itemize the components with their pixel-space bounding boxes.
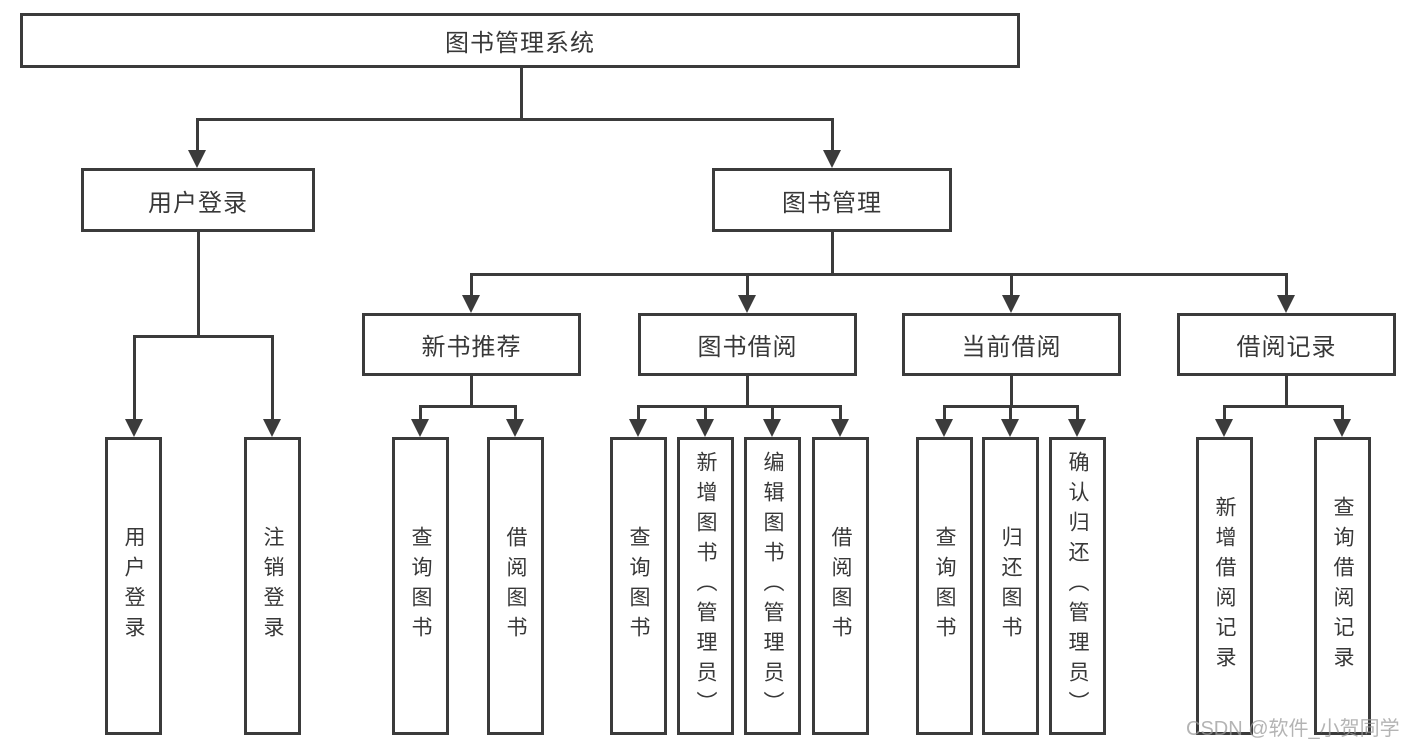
connector-cb-query-drop [943, 405, 946, 419]
leaf-user-login: 用户登录 [105, 437, 162, 735]
arrowhead-user-login [188, 150, 206, 168]
leaf-records-query-record-label: 查询借阅记录 [1331, 496, 1354, 676]
leaf-borrow-add-book-admin-label: 新增图书（管理员） [694, 451, 717, 721]
arrowhead-br-add [1215, 419, 1233, 437]
node-book-management: 图书管理 [712, 168, 952, 232]
connector-user-login-bar [133, 335, 273, 338]
connector-book-management-stem [831, 232, 834, 273]
arrowhead-rec-query [411, 419, 429, 437]
node-borrow-records-label: 借阅记录 [1236, 334, 1337, 361]
connector-book-management-drop [831, 118, 834, 150]
connector-rec-query-drop [419, 405, 422, 419]
node-new-book-recommend-label: 新书推荐 [421, 334, 522, 361]
leaf-recommend-borrow-book: 借阅图书 [487, 437, 544, 735]
leaf-recommend-query-book: 查询图书 [392, 437, 449, 735]
connector-bb-query-drop [637, 405, 640, 419]
node-root: 图书管理系统 [20, 13, 1020, 68]
arrowhead-book-management [823, 150, 841, 168]
node-current-borrow: 当前借阅 [902, 313, 1121, 376]
connector-book-borrow-bar [637, 405, 841, 408]
node-root-label: 图书管理系统 [445, 30, 595, 57]
node-user-login: 用户登录 [81, 168, 315, 232]
leaf-records-add-record-label: 新增借阅记录 [1213, 496, 1236, 676]
leaf-current-query-book-label: 查询图书 [933, 526, 956, 646]
leaf-records-query-record: 查询借阅记录 [1314, 437, 1371, 735]
leaf-current-return-book: 归还图书 [982, 437, 1039, 735]
connector-root-stem [520, 68, 523, 118]
leaf-recommend-borrow-book-label: 借阅图书 [504, 526, 527, 646]
node-user-login-label: 用户登录 [148, 189, 248, 217]
leaf-recommend-query-book-label: 查询图书 [409, 526, 432, 646]
arrowhead-br-query [1333, 419, 1351, 437]
connector-leaf-user-login-drop [133, 335, 136, 419]
arrowhead-leaf-logout [263, 419, 281, 437]
node-new-book-recommend: 新书推荐 [362, 313, 581, 376]
connector-cb-return-drop [1009, 405, 1012, 419]
leaf-current-return-book-label: 归还图书 [999, 526, 1022, 646]
leaf-current-confirm-return-admin-label: 确认归还（管理员） [1066, 451, 1089, 721]
arrowhead-bb-edit [763, 419, 781, 437]
leaf-borrow-borrow-book-label: 借阅图书 [829, 526, 852, 646]
connector-level2-bar [196, 118, 834, 121]
node-book-management-label: 图书管理 [782, 189, 882, 217]
connector-bb-add-drop [704, 405, 707, 419]
arrowhead-cb-confirm [1068, 419, 1086, 437]
leaf-logout: 注销登录 [244, 437, 301, 735]
arrowhead-bb-borrow [831, 419, 849, 437]
connector-bb-borrow-drop [839, 405, 842, 419]
arrowhead-cb-return [1001, 419, 1019, 437]
connector-current-borrow-drop [1010, 273, 1013, 295]
connector-borrow-records-stem [1285, 376, 1288, 405]
connector-recommend-stem [470, 376, 473, 405]
connector-cb-confirm-drop [1076, 405, 1079, 419]
arrowhead-bb-add [696, 419, 714, 437]
node-book-borrow: 图书借阅 [638, 313, 857, 376]
connector-book-borrow-stem [746, 376, 749, 405]
connector-user-login-stem [197, 232, 200, 335]
connector-level3-bar [470, 273, 1287, 276]
connector-recommend-drop [470, 273, 473, 295]
node-borrow-records: 借阅记录 [1177, 313, 1396, 376]
connector-recommend-bar [419, 405, 516, 408]
arrowhead-recommend [462, 295, 480, 313]
leaf-borrow-query-book: 查询图书 [610, 437, 667, 735]
leaf-borrow-add-book-admin: 新增图书（管理员） [677, 437, 734, 735]
node-current-borrow-label: 当前借阅 [961, 334, 1062, 361]
leaf-borrow-borrow-book: 借阅图书 [812, 437, 869, 735]
connector-br-query-drop [1341, 405, 1344, 419]
connector-leaf-logout-drop [271, 335, 274, 419]
leaf-logout-label: 注销登录 [261, 526, 284, 646]
leaf-borrow-query-book-label: 查询图书 [627, 526, 650, 646]
connector-current-borrow-stem [1010, 376, 1013, 405]
connector-borrow-records-bar [1223, 405, 1343, 408]
leaf-borrow-edit-book-admin: 编辑图书（管理员） [744, 437, 801, 735]
connector-rec-borrow-drop [514, 405, 517, 419]
connector-book-borrow-drop [746, 273, 749, 295]
arrowhead-borrow-records [1277, 295, 1295, 313]
arrowhead-leaf-user-login [125, 419, 143, 437]
arrowhead-current-borrow [1002, 295, 1020, 313]
arrowhead-book-borrow [738, 295, 756, 313]
connector-br-add-drop [1223, 405, 1226, 419]
arrowhead-rec-borrow [506, 419, 524, 437]
leaf-user-login-label: 用户登录 [122, 526, 145, 646]
arrowhead-cb-query [935, 419, 953, 437]
connector-user-login-drop [196, 118, 199, 150]
leaf-current-query-book: 查询图书 [916, 437, 973, 735]
leaf-records-add-record: 新增借阅记录 [1196, 437, 1253, 735]
connector-borrow-records-drop [1285, 273, 1288, 295]
arrowhead-bb-query [629, 419, 647, 437]
leaf-current-confirm-return-admin: 确认归还（管理员） [1049, 437, 1106, 735]
csdn-watermark: CSDN @软件_小贺同学 [1186, 718, 1400, 740]
connector-bb-edit-drop [771, 405, 774, 419]
leaf-borrow-edit-book-admin-label: 编辑图书（管理员） [761, 451, 784, 721]
node-book-borrow-label: 图书借阅 [697, 334, 798, 361]
